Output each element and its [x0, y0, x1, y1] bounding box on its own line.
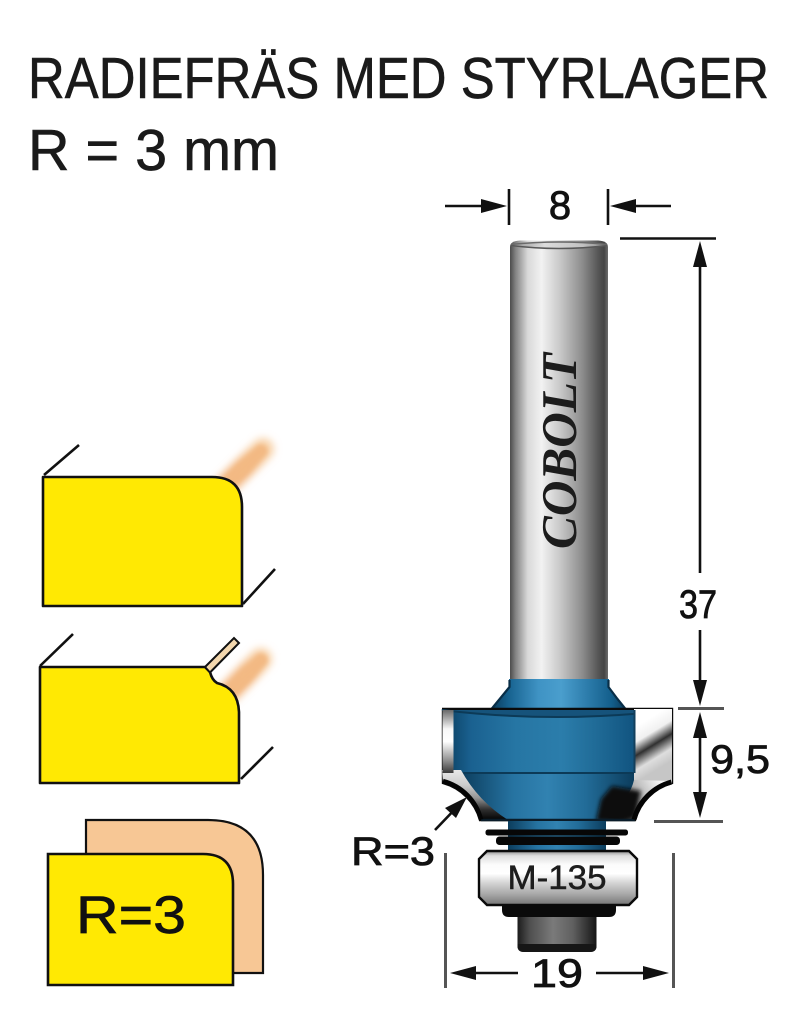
- svg-text:COBOLT: COBOLT: [531, 351, 587, 549]
- svg-text:R=3: R=3: [76, 886, 186, 945]
- svg-text:9,5: 9,5: [710, 738, 770, 782]
- svg-text:19: 19: [531, 952, 583, 996]
- svg-text:R=3: R=3: [351, 830, 435, 874]
- svg-text:8: 8: [549, 184, 571, 228]
- svg-text:37: 37: [679, 583, 717, 627]
- svg-text:M-135: M-135: [508, 859, 607, 897]
- svg-text:R = 3 mm: R = 3 mm: [28, 118, 279, 183]
- svg-text:RADIEFRÄS MED STYRLAGER: RADIEFRÄS MED STYRLAGER: [28, 46, 769, 111]
